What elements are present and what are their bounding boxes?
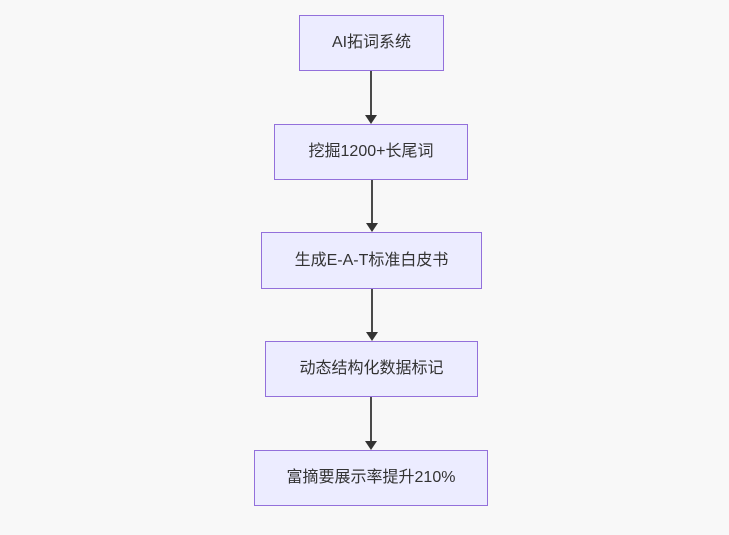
flow-node-structured-data: 动态结构化数据标记 xyxy=(265,341,478,397)
flow-node-label: AI拓词系统 xyxy=(331,34,412,52)
flow-node-label: 富摘要展示率提升210% xyxy=(286,469,456,487)
flow-node-longtail-mining: 挖掘1200+长尾词 xyxy=(274,124,468,180)
arrowhead-icon xyxy=(365,332,378,341)
edge-line xyxy=(370,397,372,442)
arrowhead-icon xyxy=(365,441,377,450)
flow-node-rich-snippet-result: 富摘要展示率提升210% xyxy=(254,450,488,506)
flow-node-label: 挖掘1200+长尾词 xyxy=(308,143,434,161)
edge-line xyxy=(370,289,373,333)
arrowhead-icon xyxy=(365,115,377,124)
edge-line xyxy=(370,180,373,224)
arrowhead-icon xyxy=(365,223,378,232)
flow-node-ai-keyword-system: AI拓词系统 xyxy=(299,15,444,71)
flow-node-label: 动态结构化数据标记 xyxy=(299,360,444,378)
flow-node-label: 生成E-A-T标准白皮书 xyxy=(294,251,449,269)
edge-line xyxy=(370,71,372,116)
flow-node-eat-whitepaper: 生成E-A-T标准白皮书 xyxy=(261,232,482,289)
